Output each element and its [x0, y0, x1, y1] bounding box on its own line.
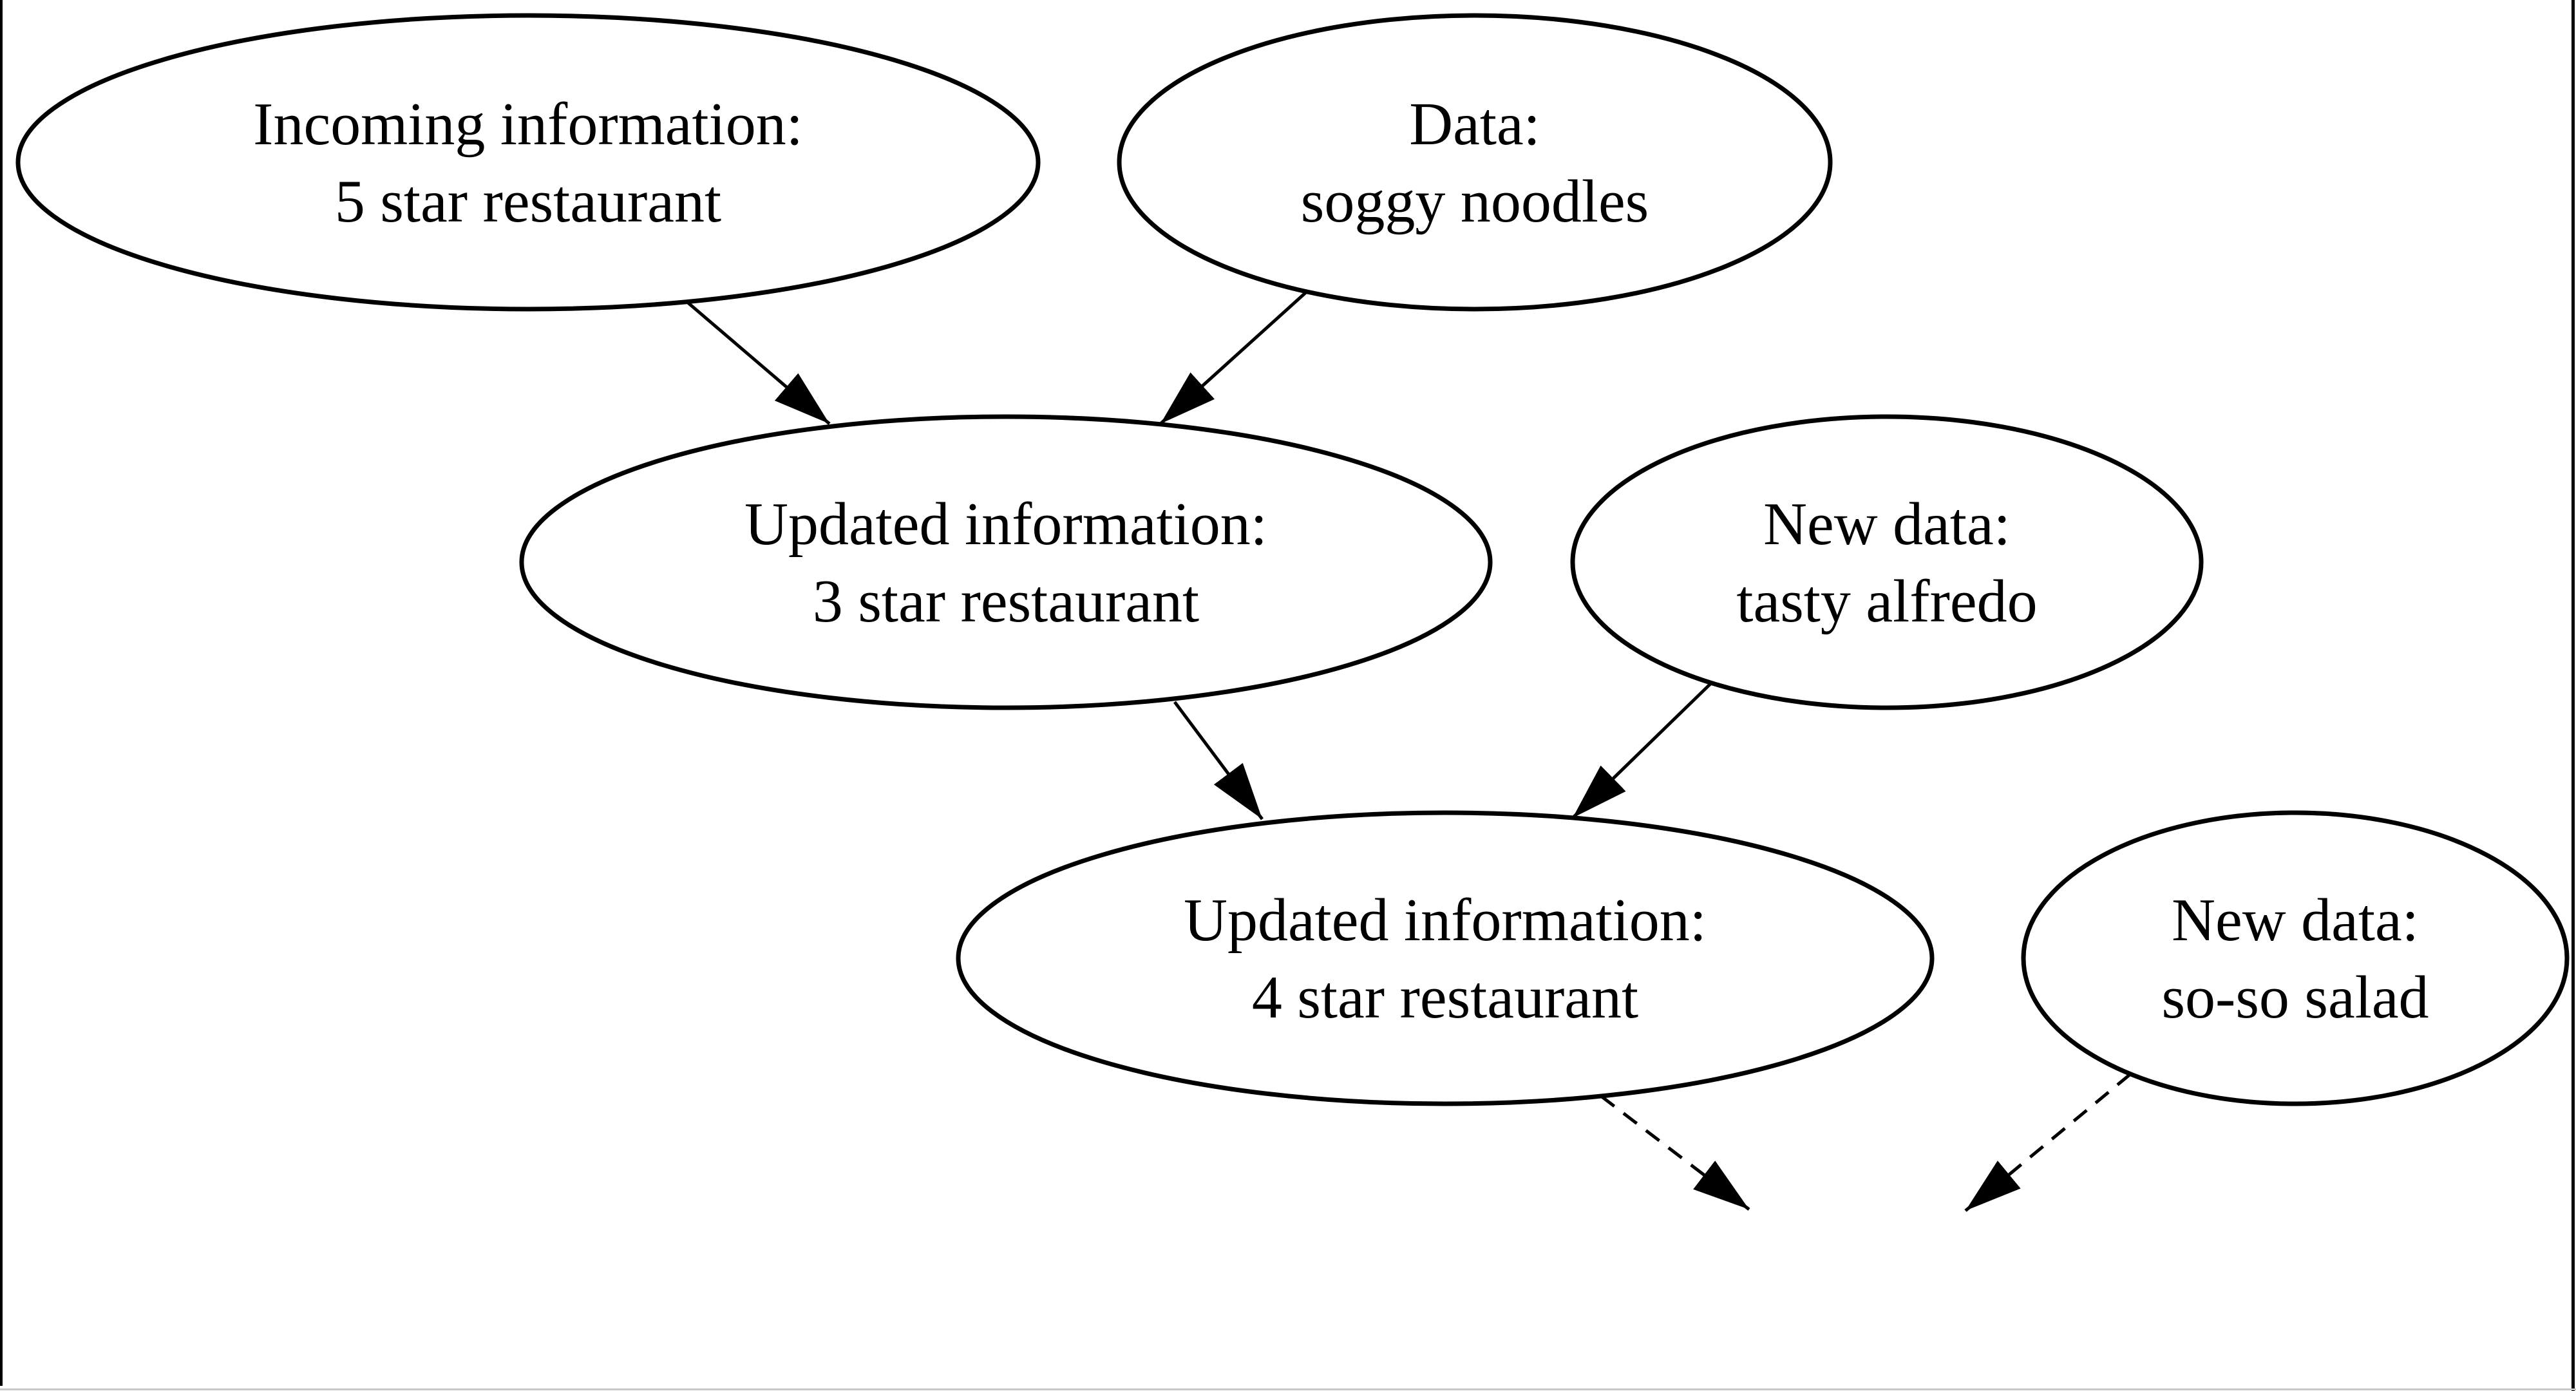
bottom-border-line — [0, 1388, 2576, 1390]
edge-incoming-to-updated3-arrow — [686, 301, 831, 425]
node-updated-information-3-star: Updated information: 3 star restaurant — [519, 414, 1493, 710]
new-data-so-so-salad-label-line1: New data: — [2172, 887, 2419, 954]
updated-information-4-star-label-line1: Updated information: — [1184, 887, 1707, 954]
edge-tasty-alfredo-to-updated4-arrow — [1571, 680, 1714, 819]
data-soggy-noodles-label-line2: soggy noodles — [1301, 168, 1649, 235]
edge-soggy-noodles-to-updated3-arrow — [1159, 290, 1308, 425]
edge-updated3-to-updated4-arrow — [1173, 701, 1264, 820]
node-new-data-so-so-salad: New data: so-so salad — [2021, 810, 2570, 1106]
node-new-data-tasty-alfredo: New data: tasty alfredo — [1570, 414, 2204, 710]
updated-information-3-star-label-line2: 3 star restaurant — [813, 568, 1199, 635]
new-data-so-so-salad-label-line2: so-so salad — [2161, 964, 2429, 1031]
edge-so-so-salad-to-future-dashed-arrow — [1964, 1073, 2132, 1212]
node-incoming-information: Incoming information: 5 star restaurant — [15, 13, 1041, 312]
new-data-so-so-salad-ellipse — [2021, 810, 2570, 1106]
left-border-line — [0, 0, 3, 1386]
edge-updated4-to-future-dashed-arrow — [1600, 1095, 1750, 1211]
incoming-information-label-line1: Incoming information: — [253, 91, 803, 158]
updated-information-3-star-ellipse — [519, 414, 1493, 710]
updated-information-4-star-label-line2: 4 star restaurant — [1252, 964, 1638, 1031]
data-soggy-noodles-ellipse — [1117, 13, 1833, 312]
node-updated-information-4-star: Updated information: 4 star restaurant — [956, 810, 1935, 1106]
right-border-line — [2571, 0, 2575, 1391]
updated-information-3-star-label-line1: Updated information: — [744, 491, 1267, 558]
data-soggy-noodles-label-line1: Data: — [1409, 91, 1540, 158]
new-data-tasty-alfredo-ellipse — [1570, 414, 2204, 710]
incoming-information-ellipse — [15, 13, 1041, 312]
updated-information-4-star-ellipse — [956, 810, 1935, 1106]
new-data-tasty-alfredo-label-line2: tasty alfredo — [1736, 568, 2037, 635]
node-data-soggy-noodles: Data: soggy noodles — [1117, 13, 1833, 312]
incoming-information-label-line2: 5 star restaurant — [335, 168, 721, 235]
new-data-tasty-alfredo-label-line1: New data: — [1763, 491, 2011, 558]
